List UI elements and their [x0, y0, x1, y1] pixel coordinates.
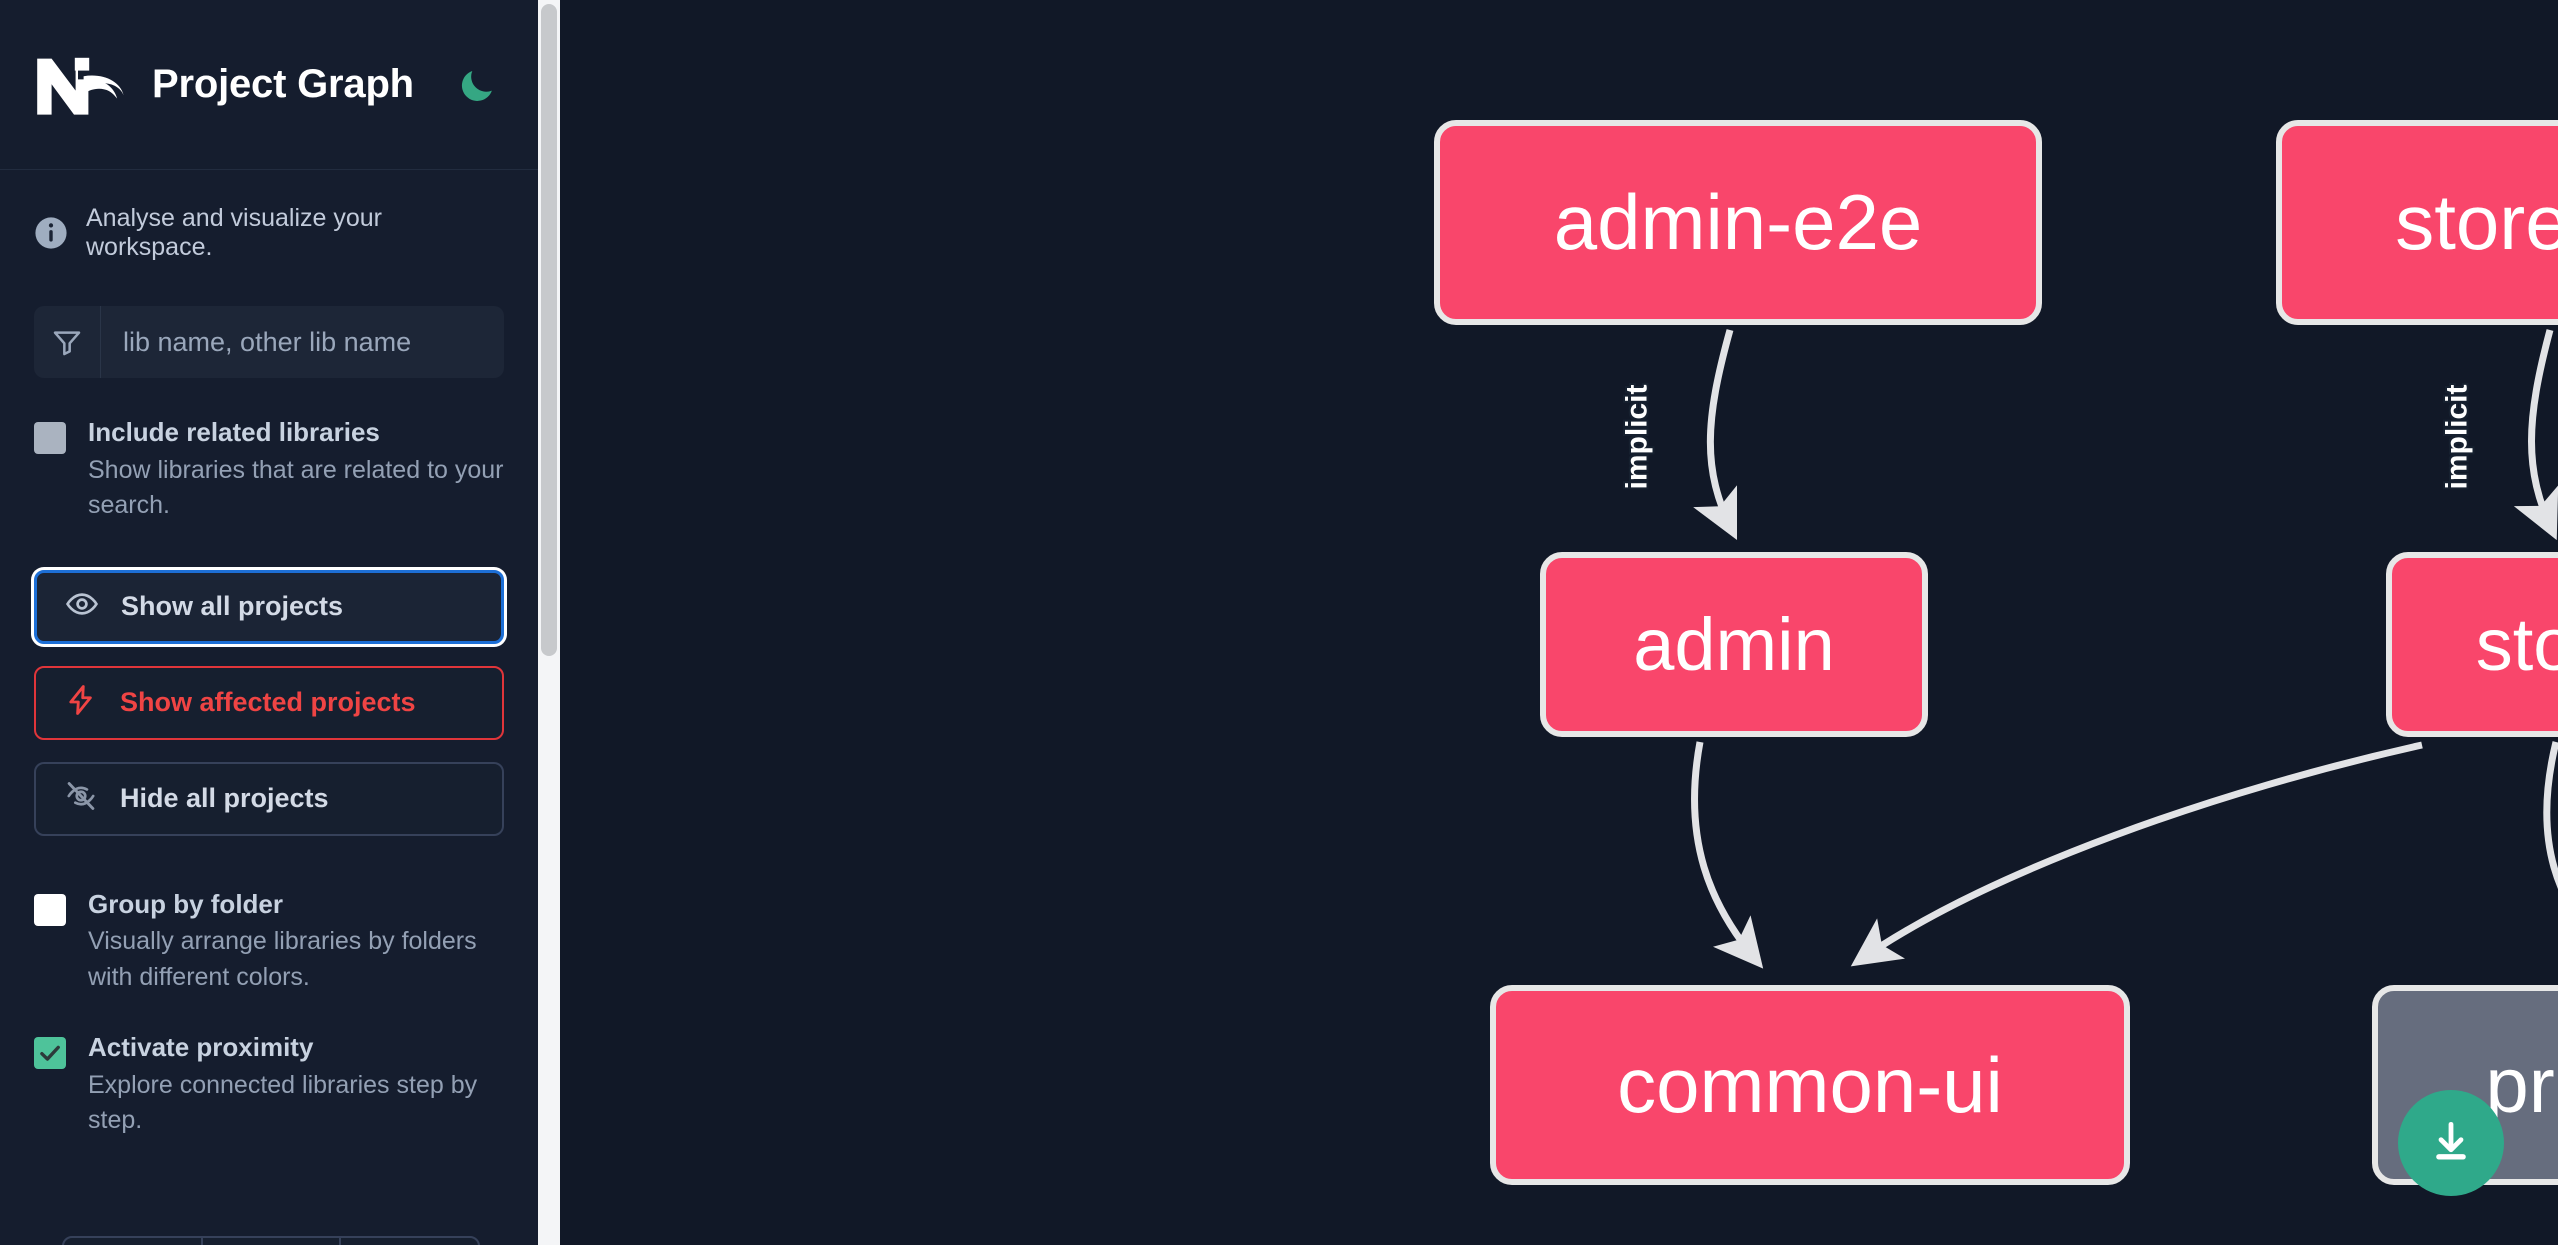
moon-icon[interactable] — [454, 62, 500, 108]
info-icon — [34, 216, 68, 250]
graph-edges — [1691, 329, 2558, 969]
node-label: common-ui — [1617, 1040, 2003, 1129]
workspace-info-text: Analyse and visualize your workspace. — [86, 204, 382, 261]
graph-node-products[interactable]: products — [2372, 985, 2558, 1185]
sidebar: Project Graph Analyse and visualize yo — [0, 0, 560, 1245]
node-label: store-e2e — [2395, 178, 2558, 266]
search-field[interactable] — [34, 306, 504, 378]
hide-all-projects-label: Hide all projects — [120, 783, 329, 813]
search-input[interactable] — [101, 306, 504, 378]
graph-node-common-ui[interactable]: common-ui — [1490, 985, 2130, 1185]
edge-label-implicit-store: implicit — [2440, 384, 2474, 490]
graph-node-store-e2e[interactable]: store-e2e — [2276, 120, 2558, 325]
workspace-info: Analyse and visualize your workspace. — [0, 170, 538, 262]
option-description: Explore connected libraries step by step… — [88, 1070, 478, 1135]
download-graph-button[interactable] — [2398, 1090, 2504, 1196]
option-label: Include related libraries — [88, 417, 380, 447]
graph-node-admin[interactable]: admin — [1540, 552, 1928, 737]
graph-canvas[interactable]: admin-e2e store-e2e admin store common-u… — [560, 0, 2558, 1245]
show-all-projects-label: Show all projects — [121, 591, 344, 621]
edge-label-implicit-admin: implicit — [1620, 384, 1654, 490]
segment-1[interactable] — [64, 1238, 203, 1245]
segment-2[interactable] — [203, 1238, 342, 1245]
edge-admin-common-ui — [1691, 741, 1764, 969]
page-title: Project Graph — [152, 62, 414, 106]
checkbox-activate-proximity[interactable] — [34, 1037, 66, 1069]
node-label: products — [2485, 1040, 2558, 1129]
sidebar-scrollbar-track[interactable] — [538, 0, 560, 1245]
node-label: admin-e2e — [1553, 178, 1923, 266]
project-visibility-buttons: Show all projects Show affected projects — [34, 569, 504, 836]
hide-all-projects-button[interactable]: Hide all projects — [34, 761, 504, 836]
node-label: store — [2475, 603, 2558, 686]
sidebar-content: Project Graph Analyse and visualize yo — [0, 0, 538, 1245]
option-activate-proximity[interactable]: Activate proximity Explore connected lib… — [34, 1031, 504, 1139]
checkbox-group-by-folder[interactable] — [34, 893, 66, 926]
option-label: Group by folder — [88, 888, 283, 919]
edge-store-products — [2543, 741, 2558, 889]
option-label: Activate proximity — [88, 1032, 314, 1062]
show-affected-projects-button[interactable]: Show affected projects — [34, 665, 504, 740]
eye-icon — [65, 587, 99, 626]
proximity-segmented-control[interactable] — [62, 1236, 480, 1245]
eye-slash-icon — [64, 779, 98, 818]
sidebar-scrollbar-thumb[interactable] — [541, 4, 557, 656]
graph-node-admin-e2e[interactable]: admin-e2e — [1434, 120, 2042, 325]
checkbox-include-related-libraries[interactable] — [34, 422, 66, 454]
funnel-icon — [34, 306, 101, 378]
edge-store-e2e-store — [2513, 329, 2558, 541]
show-all-projects-button[interactable]: Show all projects — [34, 569, 504, 644]
download-icon — [2426, 1116, 2476, 1171]
segment-3[interactable] — [341, 1238, 478, 1245]
option-description: Show libraries that are related to your … — [88, 455, 504, 520]
option-group-by-folder[interactable]: Group by folder Visually arrange librari… — [34, 888, 504, 996]
sidebar-header: Project Graph — [0, 0, 538, 170]
graph-node-store[interactable]: store — [2386, 552, 2558, 737]
show-affected-projects-label: Show affected projects — [120, 687, 416, 717]
edge-store-common-ui — [1850, 741, 2423, 967]
edge-admin-e2e-admin — [1693, 329, 1738, 541]
node-label: admin — [1633, 603, 1835, 686]
lightning-bolt-icon — [64, 683, 98, 722]
option-include-related-libraries[interactable]: Include related libraries Show libraries… — [34, 416, 504, 524]
nx-logo — [34, 52, 130, 118]
option-description: Visually arrange libraries by folders wi… — [88, 927, 477, 991]
